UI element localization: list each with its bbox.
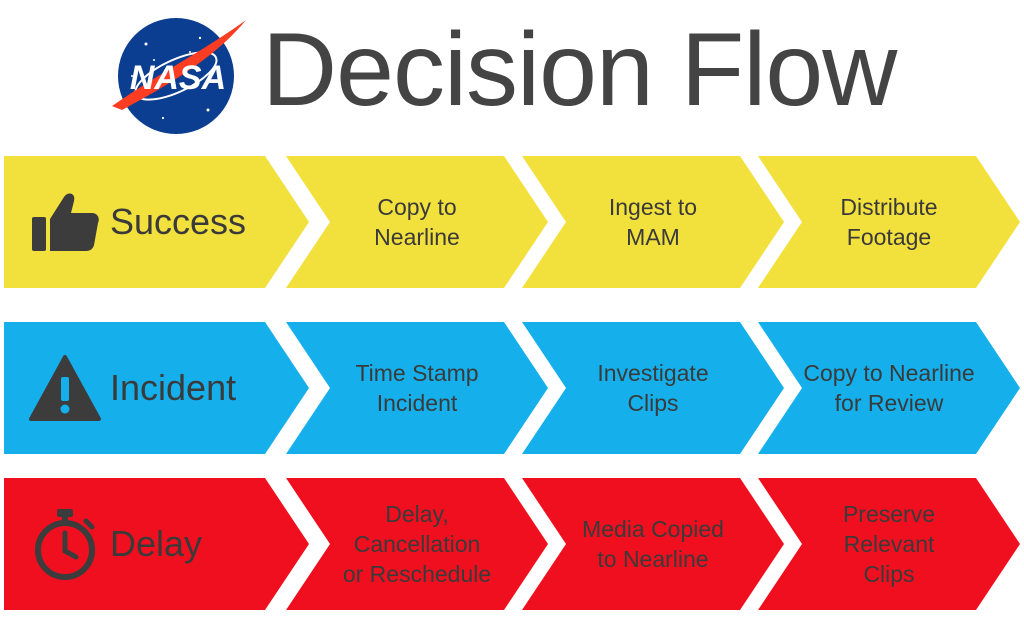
step-success-2: Ingest to MAM <box>522 156 784 288</box>
step-delay-1: Delay, Cancellation or Reschedule <box>286 478 548 610</box>
category-label: Delay <box>110 523 203 564</box>
step-success-1: Copy to Nearline <box>286 156 548 288</box>
nasa-logo: NASA <box>108 14 248 138</box>
category-delay: Delay <box>4 478 309 610</box>
nasa-logo-text: NASA <box>130 59 226 97</box>
step-label: Delay, Cancellation or Reschedule <box>342 501 492 587</box>
header: NASA Decision Flow <box>0 0 1024 150</box>
category-success: Success <box>4 156 309 288</box>
step-label: Distribute Footage <box>840 194 938 250</box>
row-incident: Incident Time Stamp Incident Investigate C… <box>0 322 1024 457</box>
step-incident-1: Time Stamp Incident <box>286 322 548 454</box>
step-label: Copy to Nearline for Review <box>803 360 975 416</box>
row-delay: Delay Delay, Cancellation or Reschedule Me… <box>0 478 1024 613</box>
step-label: Time Stamp Incident <box>355 360 479 416</box>
step-incident-2: Investigate Clips <box>522 322 784 454</box>
category-label: Incident <box>110 367 237 408</box>
step-delay-2: Media Copied to Nearline <box>522 478 784 610</box>
step-label: Investigate Clips <box>597 360 709 416</box>
step-label: Media Copied to Nearline <box>582 516 724 572</box>
step-delay-3: Preserve Relevant Clips <box>758 478 1020 610</box>
step-incident-3: Copy to Nearline for Review <box>758 322 1020 454</box>
step-success-3: Distribute Footage <box>758 156 1020 288</box>
step-label: Preserve Relevant Clips <box>842 501 936 587</box>
step-label: Ingest to MAM <box>608 194 698 250</box>
category-incident: Incident <box>4 322 309 454</box>
row-success: Success Copy to Nearline Ingest to MAM Dist… <box>0 156 1024 291</box>
page-title: Decision Flow <box>262 12 897 128</box>
category-label: Success <box>110 201 247 242</box>
step-label: Copy to Nearline <box>374 194 460 250</box>
